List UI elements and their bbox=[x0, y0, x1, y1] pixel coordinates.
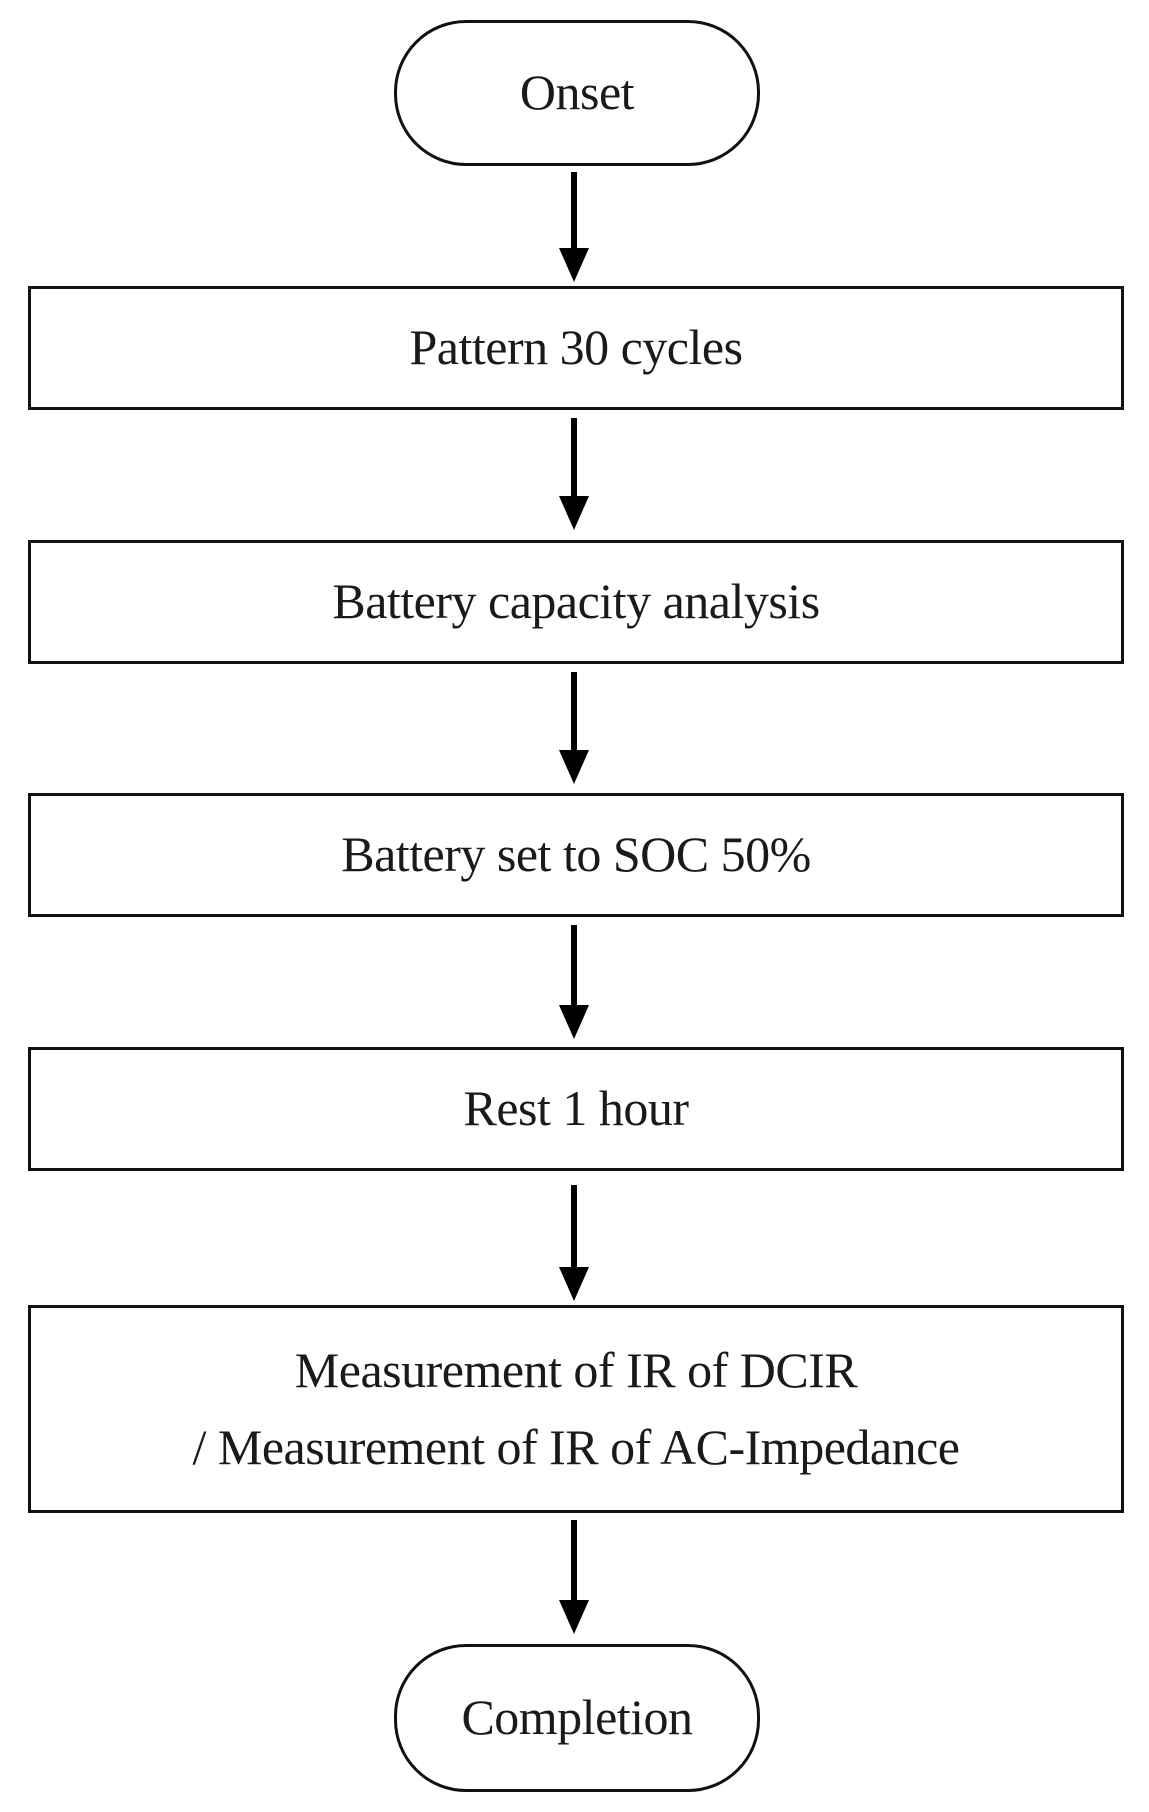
arrow-2 bbox=[559, 418, 589, 530]
start-label: Onset bbox=[519, 64, 635, 121]
process-step-capacity-analysis: Battery capacity analysis bbox=[28, 540, 1124, 664]
process-step-set-soc: Battery set to SOC 50% bbox=[28, 793, 1124, 917]
step-label: Battery capacity analysis bbox=[332, 573, 820, 630]
arrow-5 bbox=[559, 1185, 589, 1301]
step-label: Rest 1 hour bbox=[463, 1080, 689, 1137]
end-terminal: Completion bbox=[394, 1644, 760, 1792]
arrow-4 bbox=[559, 925, 589, 1039]
end-label: Completion bbox=[461, 1689, 693, 1746]
step-label: Battery set to SOC 50% bbox=[341, 826, 811, 883]
arrow-6 bbox=[559, 1520, 589, 1634]
arrow-1 bbox=[559, 172, 589, 282]
start-terminal: Onset bbox=[394, 20, 760, 166]
arrow-3 bbox=[559, 672, 589, 784]
process-step-measurement: Measurement of IR of DCIR / Measurement … bbox=[28, 1305, 1124, 1513]
process-step-pattern-cycles: Pattern 30 cycles bbox=[28, 286, 1124, 410]
process-step-rest: Rest 1 hour bbox=[28, 1047, 1124, 1171]
step-label: Pattern 30 cycles bbox=[409, 319, 743, 376]
measurement-line-1: Measurement of IR of DCIR bbox=[294, 1341, 858, 1398]
measurement-line-2: / Measurement of IR of AC-Impedance bbox=[192, 1419, 960, 1475]
